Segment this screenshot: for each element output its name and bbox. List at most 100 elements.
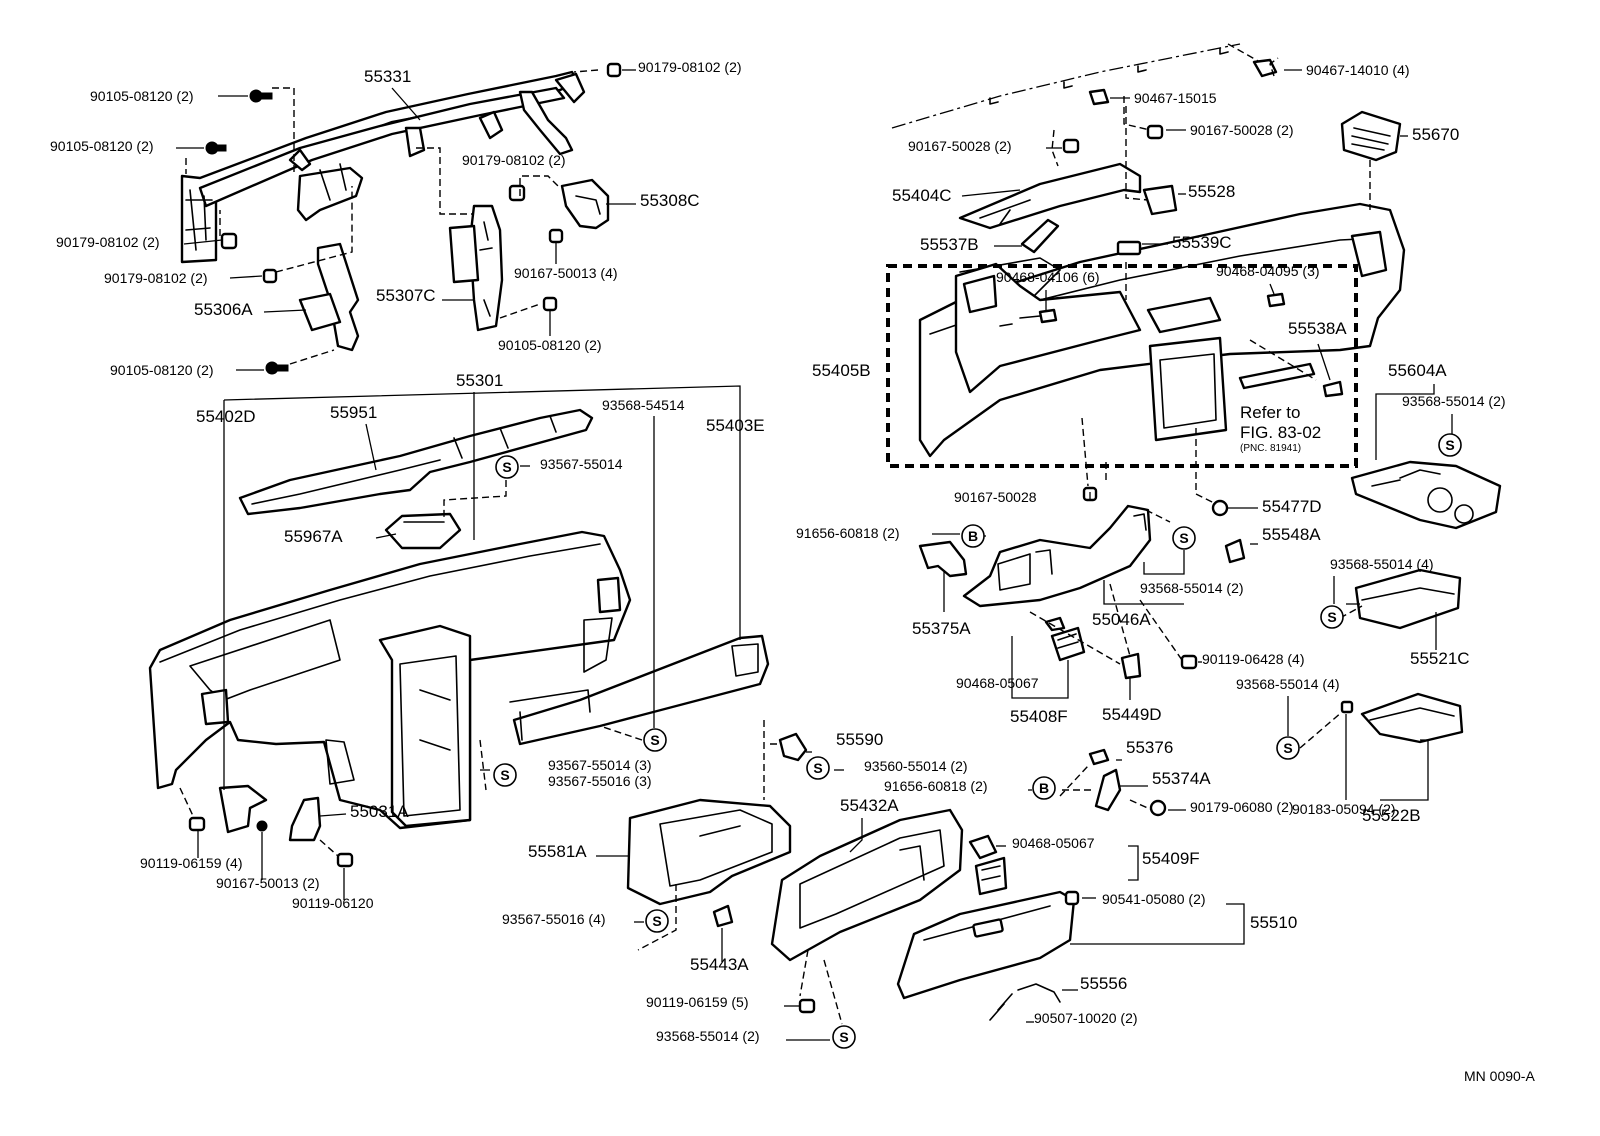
- screw-symbol-icon: S: [643, 728, 667, 752]
- part-label-l41: 93568-55014 (2): [1402, 393, 1506, 409]
- symbol-letter: B: [1039, 780, 1049, 796]
- pad-55404C: [958, 162, 1142, 230]
- screw-symbol-icon: S: [1276, 736, 1300, 760]
- part-label-l34: 55537B: [920, 235, 979, 254]
- part-label-l32: 55404C: [892, 186, 952, 205]
- part-label-l11: 55307C: [376, 286, 436, 305]
- symbol-letter: S: [650, 732, 659, 748]
- nut-icon: [508, 184, 526, 202]
- part-label-l51: 55375A: [912, 619, 971, 638]
- bezel-55408F: [1044, 616, 1086, 662]
- clip-55443A: [712, 904, 734, 928]
- part-label-l33: 55528: [1188, 182, 1235, 201]
- bolt-icon: [336, 852, 354, 868]
- cover-55449D: [1120, 652, 1142, 680]
- part-label-l24: 90119-06159 (4): [140, 855, 242, 871]
- part-label-l52: 55046A: [1092, 610, 1151, 629]
- part-label-l02: 90179-08102 (2): [638, 59, 742, 75]
- nut-icon: [548, 228, 564, 244]
- box-55604A: [1350, 460, 1502, 530]
- bolt-icon: [1180, 654, 1198, 670]
- part-label-l55: 90468-05067: [956, 675, 1039, 691]
- symbol-letter: S: [502, 459, 511, 475]
- part-label-l50: 93568-55014 (4): [1330, 556, 1434, 572]
- part-label-l53: 90119-06428 (4): [1202, 651, 1304, 667]
- part-label-l77: 90507-10020 (2): [1034, 1010, 1138, 1026]
- symbol-letter: S: [1445, 437, 1454, 453]
- part-label-l07: 90179-08102 (2): [56, 234, 160, 250]
- bolt-icon: [249, 89, 273, 103]
- part-label-l09: 90167-50013 (4): [514, 265, 618, 281]
- duct-55967A: [384, 512, 462, 550]
- part-label-l40: 55604A: [1388, 361, 1447, 380]
- part-label-l17: 93568-54514: [602, 397, 685, 413]
- part-label-l67: 55432A: [840, 796, 899, 815]
- part-label-l75: 55556: [1080, 974, 1127, 993]
- part-label-l15: 55402D: [196, 407, 256, 426]
- bolt-symbol-icon: B: [1032, 776, 1056, 800]
- clip-55528: [1142, 184, 1178, 216]
- part-label-l29: 90167-50028 (2): [1190, 122, 1294, 138]
- hinge-55374A: [1088, 748, 1122, 812]
- part-label-l48: 55548A: [1262, 525, 1321, 544]
- part-label-l63: 91656-60818 (2): [884, 778, 988, 794]
- bolt-icon: [1062, 138, 1080, 154]
- part-label-l69: 55581A: [528, 842, 587, 861]
- part-label-l28: 90467-15015: [1134, 90, 1217, 106]
- part-label-l64: 90179-06080 (2): [1190, 799, 1294, 815]
- screw-symbol-icon: S: [1172, 526, 1196, 550]
- bolt-icon: [205, 141, 227, 155]
- part-label-l04: 90105-08120 (2): [50, 138, 154, 154]
- clip-55548A: [1224, 538, 1246, 564]
- bracket-55375A: [918, 540, 968, 578]
- windshield-edge: [891, 43, 1241, 129]
- part-label-l27: 90467-14010 (4): [1306, 62, 1410, 78]
- part-label-l19: 93567-55014: [540, 456, 623, 472]
- part-label-l16: 55951: [330, 403, 377, 422]
- part-label-l73: 93567-55016 (4): [502, 911, 606, 927]
- part-label-l21: 93567-55014 (3): [548, 757, 652, 773]
- lower-panel-55046A: [962, 504, 1152, 608]
- door-inner-55432A: [770, 808, 964, 962]
- screw-symbol-icon: S: [832, 1025, 856, 1049]
- part-label-l47: 91656-60818 (2): [796, 525, 900, 541]
- bolt-icon: [265, 361, 289, 375]
- bracket-55522B: [1340, 692, 1464, 744]
- part-label-l57: 55408F: [1010, 707, 1068, 726]
- part-label-l12: 90105-08120 (2): [498, 337, 602, 353]
- bolt-icon: [1146, 124, 1164, 140]
- part-label-l46: 55477D: [1262, 497, 1322, 516]
- symbol-letter: S: [1179, 530, 1188, 546]
- part-label-l54: 55521C: [1410, 649, 1470, 668]
- fasteners-upper-left: [205, 62, 622, 375]
- glove-box-55581A: [626, 798, 792, 906]
- clip-icon: [1088, 88, 1110, 106]
- nut-icon: [220, 232, 238, 250]
- bolt-icon: [1064, 890, 1080, 906]
- part-label-l18: 55403E: [706, 416, 765, 435]
- part-label-l31: 55670: [1412, 125, 1459, 144]
- part-label-l70: 55409F: [1142, 849, 1200, 868]
- bracket-55307C: [448, 204, 504, 332]
- part-label-l66: 55522B: [1362, 806, 1421, 825]
- screw-icon: [256, 820, 268, 832]
- part-label-l35: 55539C: [1172, 233, 1232, 252]
- clip-55539C: [1116, 240, 1142, 256]
- clip-55590: [778, 732, 808, 762]
- leaders-upper-left: [176, 69, 636, 371]
- leaders-upper-right: [961, 43, 1453, 509]
- instrument-panel-55301: [148, 530, 632, 830]
- nut-icon: [262, 268, 278, 284]
- part-label-l56: 93568-55014 (4): [1236, 676, 1340, 692]
- clip-icon: [1266, 292, 1286, 308]
- part-label-l23: 55031A: [350, 802, 409, 821]
- bracket-55031A: [288, 796, 322, 842]
- part-label-l68: 90468-05067: [1012, 835, 1095, 851]
- defroster-nozzle-55951: [238, 408, 594, 516]
- bolt-symbol-icon: B: [961, 524, 985, 548]
- reinforcement-bar-55331: [180, 70, 586, 264]
- symbol-letter: S: [500, 767, 509, 783]
- part-label-l44: (PNC. 81941): [1240, 443, 1301, 454]
- screw-symbol-icon: S: [1438, 433, 1462, 457]
